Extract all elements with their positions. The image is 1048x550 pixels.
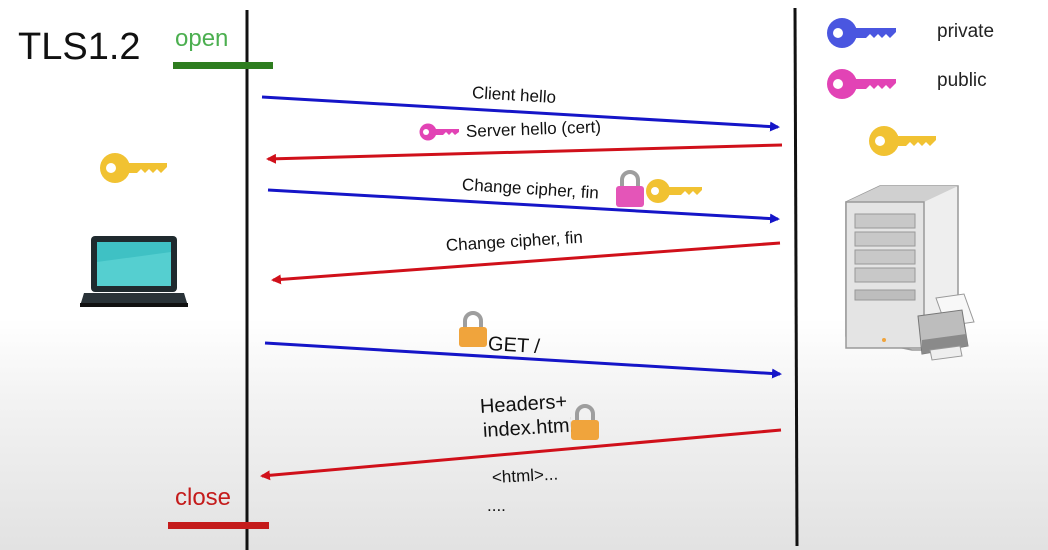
arrow-client-change-cipher — [267, 188, 780, 224]
printer-icon — [917, 293, 975, 361]
message-html: <html>... — [491, 464, 559, 487]
message-ellipsis: .... — [487, 496, 506, 515]
legend-public-label: public — [937, 70, 987, 91]
arrow-response — [260, 428, 782, 481]
arrow-client-hello — [261, 95, 780, 132]
diagram-title: TLS1.2 — [18, 26, 141, 68]
open-bar — [173, 62, 273, 69]
arrow-server-change-cipher — [271, 241, 781, 285]
close-label: close — [175, 484, 232, 511]
message-get: GET / — [487, 333, 541, 359]
legend-private-label: private — [937, 21, 995, 42]
arrow-get — [264, 341, 782, 379]
padlock-icon — [571, 404, 599, 440]
key-icon — [419, 123, 459, 141]
session-key-icon — [100, 153, 167, 183]
padlock-icon — [459, 311, 487, 347]
laptop-icon — [80, 236, 188, 307]
server-tower-icon — [845, 185, 959, 351]
session-key-icon — [869, 126, 936, 156]
key-icon — [827, 69, 896, 99]
key-icon — [827, 18, 896, 48]
padlock-icon — [616, 170, 644, 207]
open-label: open — [175, 25, 229, 52]
close-bar — [168, 522, 269, 529]
arrow-server-hello — [266, 143, 783, 164]
server-lifeline — [793, 7, 799, 547]
session-key-icon — [646, 179, 702, 203]
